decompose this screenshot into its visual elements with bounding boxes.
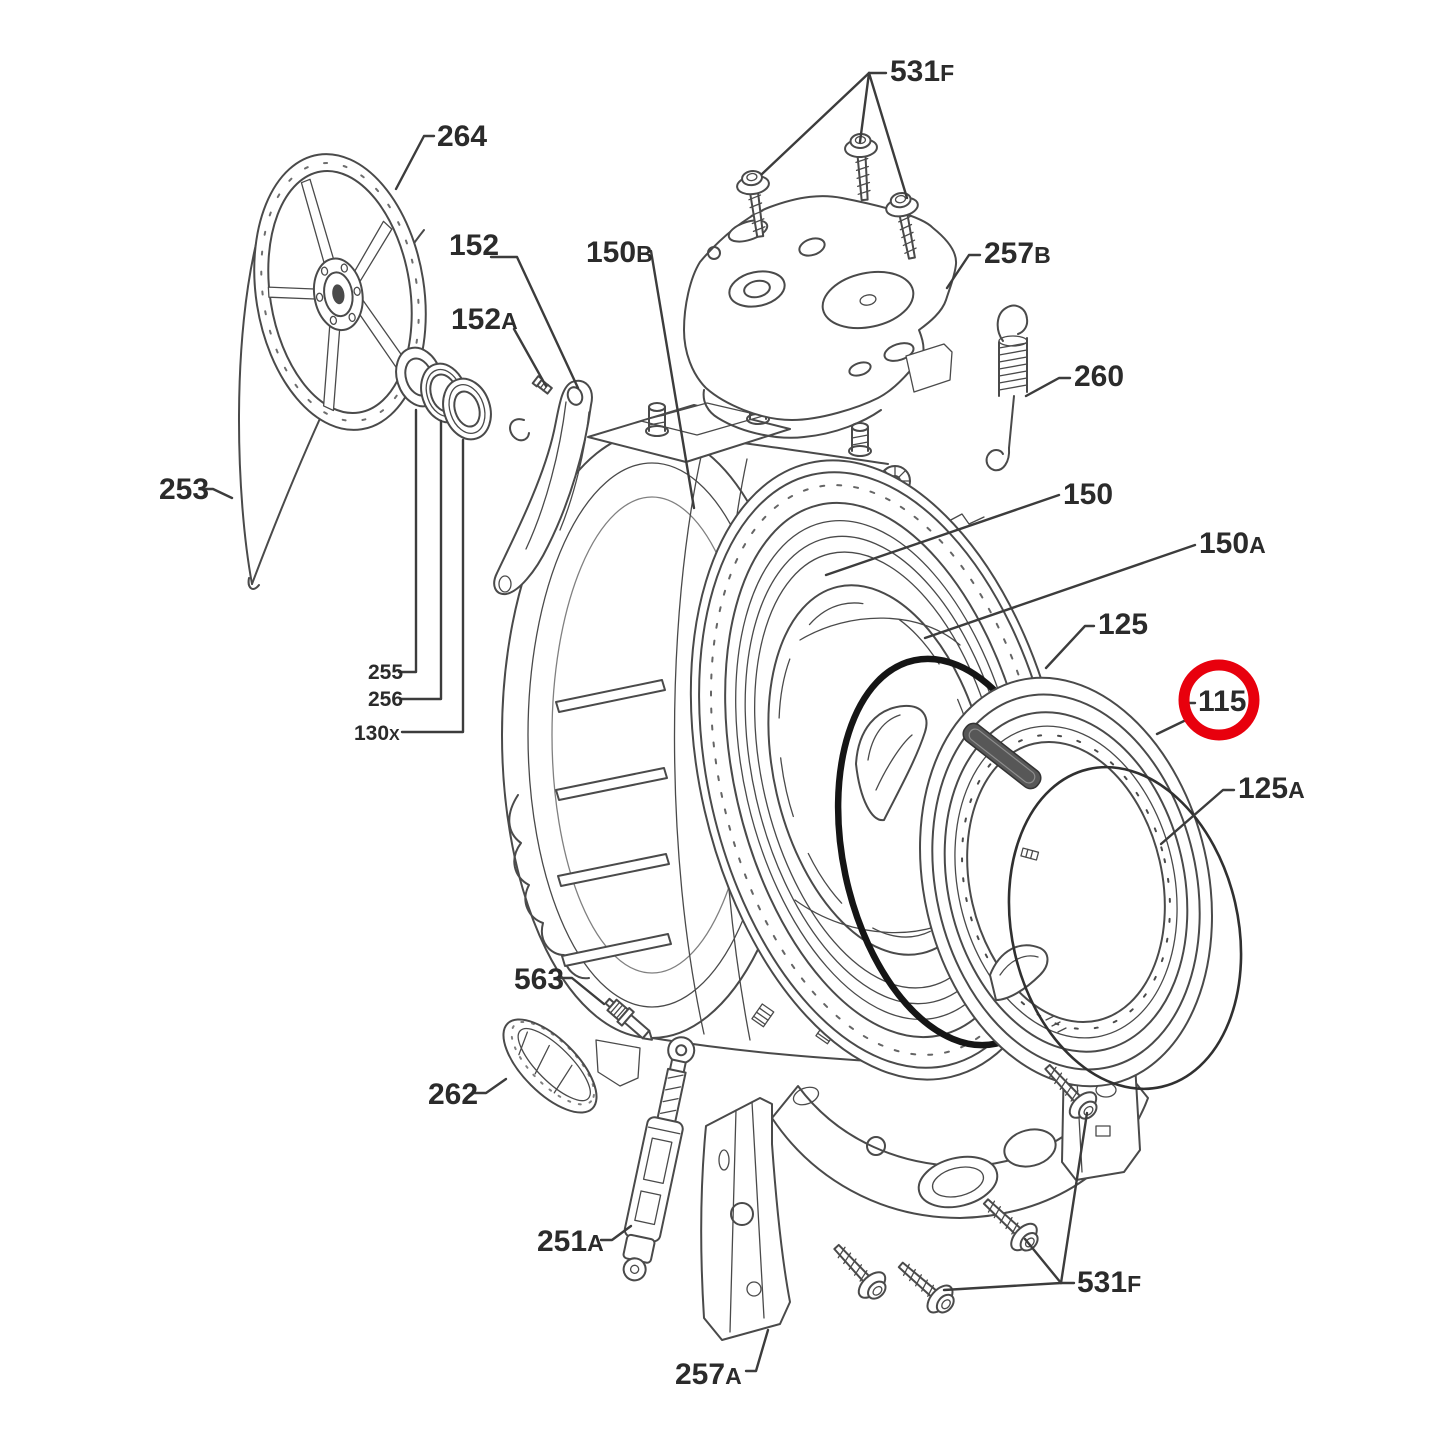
- part-label-152A: 152A: [451, 303, 518, 336]
- bolt-563: [604, 997, 653, 1041]
- leader-152: [489, 255, 580, 390]
- part-label-531F-top: 531F: [890, 55, 954, 88]
- part-label-255: 255: [368, 661, 403, 684]
- leader-251A: [599, 1224, 633, 1242]
- leader-115: [1155, 719, 1186, 736]
- part-labels: 264 152 152A 150B 531F 257B 260 150 150A 125 115 12…: [159, 55, 1305, 1391]
- leader-531F-bottom: [1059, 1111, 1089, 1285]
- part-label-563: 563: [514, 963, 564, 996]
- spring-260: [985, 304, 1029, 472]
- part-label-262: 262: [428, 1078, 478, 1111]
- leader-150: [824, 493, 1061, 577]
- leader-lines: [200, 71, 1236, 1373]
- leader-130X: [400, 438, 465, 734]
- part-label-130X: 130X: [354, 722, 400, 745]
- shock-absorber-251A: [622, 1036, 696, 1282]
- leader-262: [472, 1077, 508, 1095]
- leader-260: [1024, 376, 1072, 398]
- part-label-152: 152: [449, 229, 499, 262]
- part-label-150A: 150A: [1199, 527, 1266, 560]
- inner-paddle: [989, 944, 1067, 1033]
- ring-stud: [1020, 847, 1040, 861]
- leader-150A: [923, 543, 1197, 640]
- part-label-264: 264: [437, 120, 487, 153]
- part-label-125: 125: [1098, 608, 1148, 641]
- leader-264: [394, 134, 436, 191]
- part-label-257A: 257A: [675, 1358, 742, 1391]
- part-label-251A: 251A: [537, 1225, 604, 1258]
- part-label-125A: 125A: [1238, 772, 1305, 805]
- leader-152A: [512, 327, 548, 388]
- part-label-115: 115: [1198, 685, 1246, 718]
- counterweight-257B: [683, 195, 958, 439]
- leader-255: [397, 408, 418, 674]
- leader-531F-top: [867, 71, 909, 200]
- part-label-150: 150: [1063, 478, 1113, 511]
- leader-256: [399, 419, 443, 701]
- leader-531F-bottom: [1023, 1237, 1063, 1285]
- leader-257A: [744, 1328, 770, 1373]
- part-label-150B: 150B: [586, 236, 653, 269]
- part-label-257B: 257B: [984, 237, 1051, 270]
- cover-262: [502, 1018, 598, 1114]
- leader-531F-bottom: [942, 1281, 1063, 1292]
- pulley-264: [253, 153, 427, 431]
- leader-125: [1044, 624, 1096, 670]
- part-label-253: 253: [159, 473, 209, 506]
- part-label-256: 256: [368, 688, 403, 711]
- seal-ring-125A: [1007, 765, 1243, 1091]
- ring-handle: [962, 722, 1042, 790]
- diagram-artwork: [238, 131, 1243, 1341]
- part-label-260: 260: [1074, 360, 1124, 393]
- bearing-130X: [442, 377, 492, 441]
- leader-253: [200, 487, 234, 500]
- leader-125A: [1159, 788, 1236, 846]
- leader-531F-top: [760, 71, 871, 176]
- highlight-circle-115: [1178, 659, 1260, 741]
- leader-563: [557, 976, 606, 1006]
- leader-150B: [649, 249, 696, 510]
- leader-257B: [945, 253, 982, 290]
- part-label-531F-bottom: 531F: [1077, 1266, 1141, 1299]
- leader-531F-top: [858, 71, 871, 144]
